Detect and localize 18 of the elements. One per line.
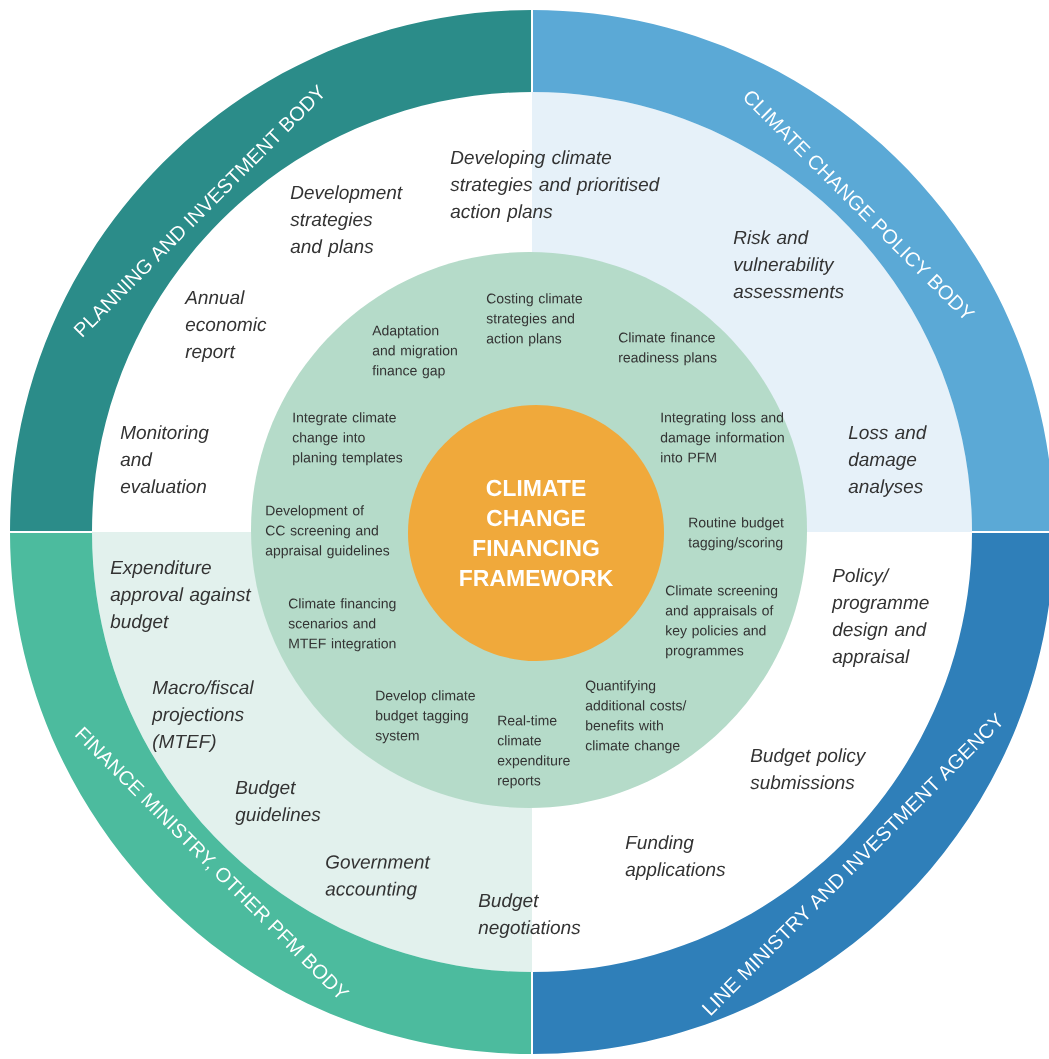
step-text: Climate screening and appraisals of key policies and programmes bbox=[665, 585, 778, 659]
item-text: Policy/ programme design and appraisal bbox=[831, 568, 929, 667]
step-text: Climate financing scenarios and MTEF integration bbox=[288, 598, 396, 652]
item-text: Government accounting bbox=[325, 855, 431, 900]
item-text: Monitoring and evaluation bbox=[120, 425, 209, 494]
item-text: Expenditure approval against budget bbox=[110, 560, 252, 632]
item-text: Annual economic report bbox=[184, 290, 267, 362]
item-text: Budget guidelines bbox=[235, 780, 321, 825]
step-text: Integrate climate change into planing templates bbox=[292, 412, 403, 466]
item-text: Development strategies and plans bbox=[290, 185, 403, 257]
step-text: Adaptation and migration finance gap bbox=[372, 325, 457, 379]
step-text: Quantifying additional costs/ benefits with climate change bbox=[585, 680, 687, 754]
step-text: Develop climate budget tagging system bbox=[375, 690, 475, 744]
item-text: Macro/fiscal projections (MTEF) bbox=[151, 680, 254, 752]
item-text: Risk and vulnerability assessments bbox=[733, 230, 844, 299]
step-text: Climate finance readiness plans bbox=[618, 332, 717, 366]
item-text: Funding applications bbox=[625, 835, 726, 880]
item-text: Loss and damage analyses bbox=[848, 425, 927, 497]
